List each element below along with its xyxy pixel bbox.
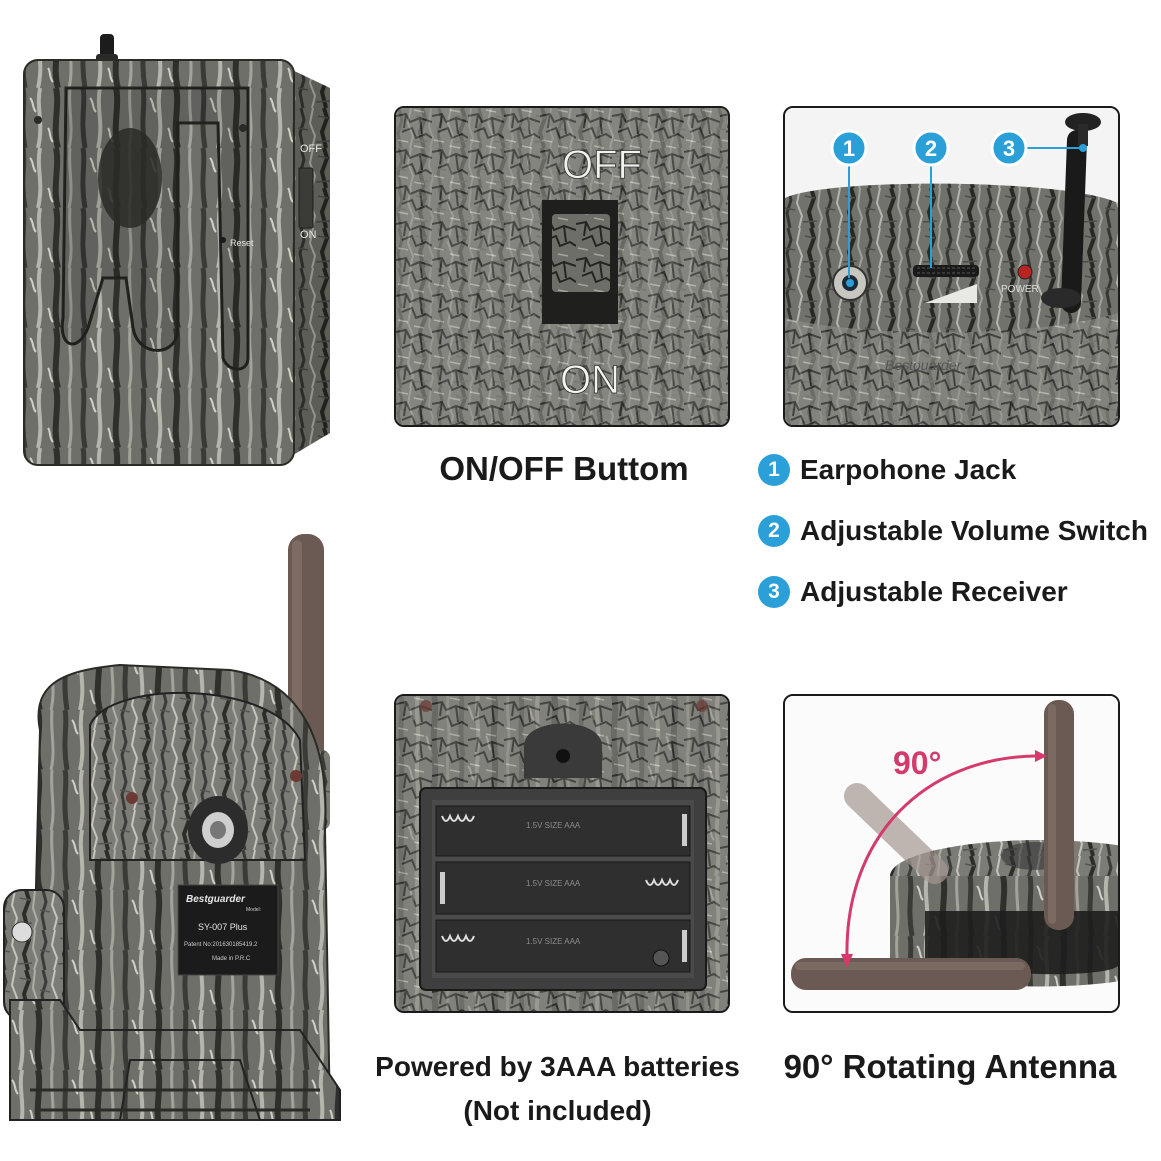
svg-text:1.5V SIZE AAA: 1.5V SIZE AAA bbox=[526, 879, 581, 888]
battery-caption-line2: (Not included) bbox=[463, 1095, 652, 1126]
svg-text:Patent No:201630185419.2: Patent No:201630185419.2 bbox=[184, 942, 258, 948]
antenna-caption: 90° Rotating Antenna bbox=[783, 1048, 1117, 1085]
callout-legend-item-1: 1 Earpohone Jack bbox=[758, 454, 1016, 486]
motion-sensor-image: Bestguarder Model: SY-007 Plus Patent No… bbox=[3, 534, 341, 1121]
callout-legend-item-3: 3 Adjustable Receiver bbox=[758, 576, 1068, 608]
switch-caption: ON/OFF Buttom bbox=[439, 450, 689, 487]
svg-text:SY-007 Plus: SY-007 Plus bbox=[198, 922, 248, 932]
receiver-top-photo: POWER Bestguarder 1 2 3 bbox=[783, 106, 1120, 427]
svg-text:POWER: POWER bbox=[1001, 284, 1039, 295]
svg-text:Made in P.R.C: Made in P.R.C bbox=[212, 956, 251, 962]
callout-label-1: Earpohone Jack bbox=[800, 454, 1017, 485]
svg-text:OFF: OFF bbox=[562, 143, 642, 187]
svg-text:Reset: Reset bbox=[230, 238, 254, 248]
switch-closeup-photo: OFF ON bbox=[394, 106, 730, 427]
svg-text:1: 1 bbox=[843, 136, 855, 161]
battery-compartment-photo: 1.5V SIZE AAA 1.5V SIZE AAA 1.5V SIZE AA… bbox=[394, 694, 730, 1013]
badge-3: 3 bbox=[758, 576, 790, 608]
callout-label-2: Adjustable Volume Switch bbox=[800, 515, 1148, 546]
badge-2: 2 bbox=[758, 515, 790, 547]
svg-text:ON: ON bbox=[560, 358, 620, 402]
svg-text:OFF: OFF bbox=[300, 143, 322, 155]
svg-text:Bestguarder: Bestguarder bbox=[186, 894, 246, 905]
receiver-back-image: OFF ON Reset bbox=[23, 34, 330, 466]
svg-text:1.5V SIZE AAA: 1.5V SIZE AAA bbox=[526, 937, 581, 946]
badge-1: 1 bbox=[758, 454, 790, 486]
svg-text:1.5V SIZE AAA: 1.5V SIZE AAA bbox=[526, 821, 581, 830]
svg-text:3: 3 bbox=[1003, 136, 1015, 161]
svg-text:90°: 90° bbox=[893, 745, 941, 781]
svg-text:2: 2 bbox=[925, 136, 937, 161]
svg-text:Model:: Model: bbox=[246, 907, 261, 913]
svg-text:Bestguarder: Bestguarder bbox=[885, 357, 963, 373]
svg-text:ON: ON bbox=[300, 229, 317, 241]
callout-legend-item-2: 2 Adjustable Volume Switch bbox=[758, 515, 1148, 547]
rotating-antenna-photo: 90° bbox=[783, 694, 1120, 1013]
callout-label-3: Adjustable Receiver bbox=[800, 576, 1068, 607]
battery-caption-line1: Powered by 3AAA batteries bbox=[375, 1051, 740, 1082]
